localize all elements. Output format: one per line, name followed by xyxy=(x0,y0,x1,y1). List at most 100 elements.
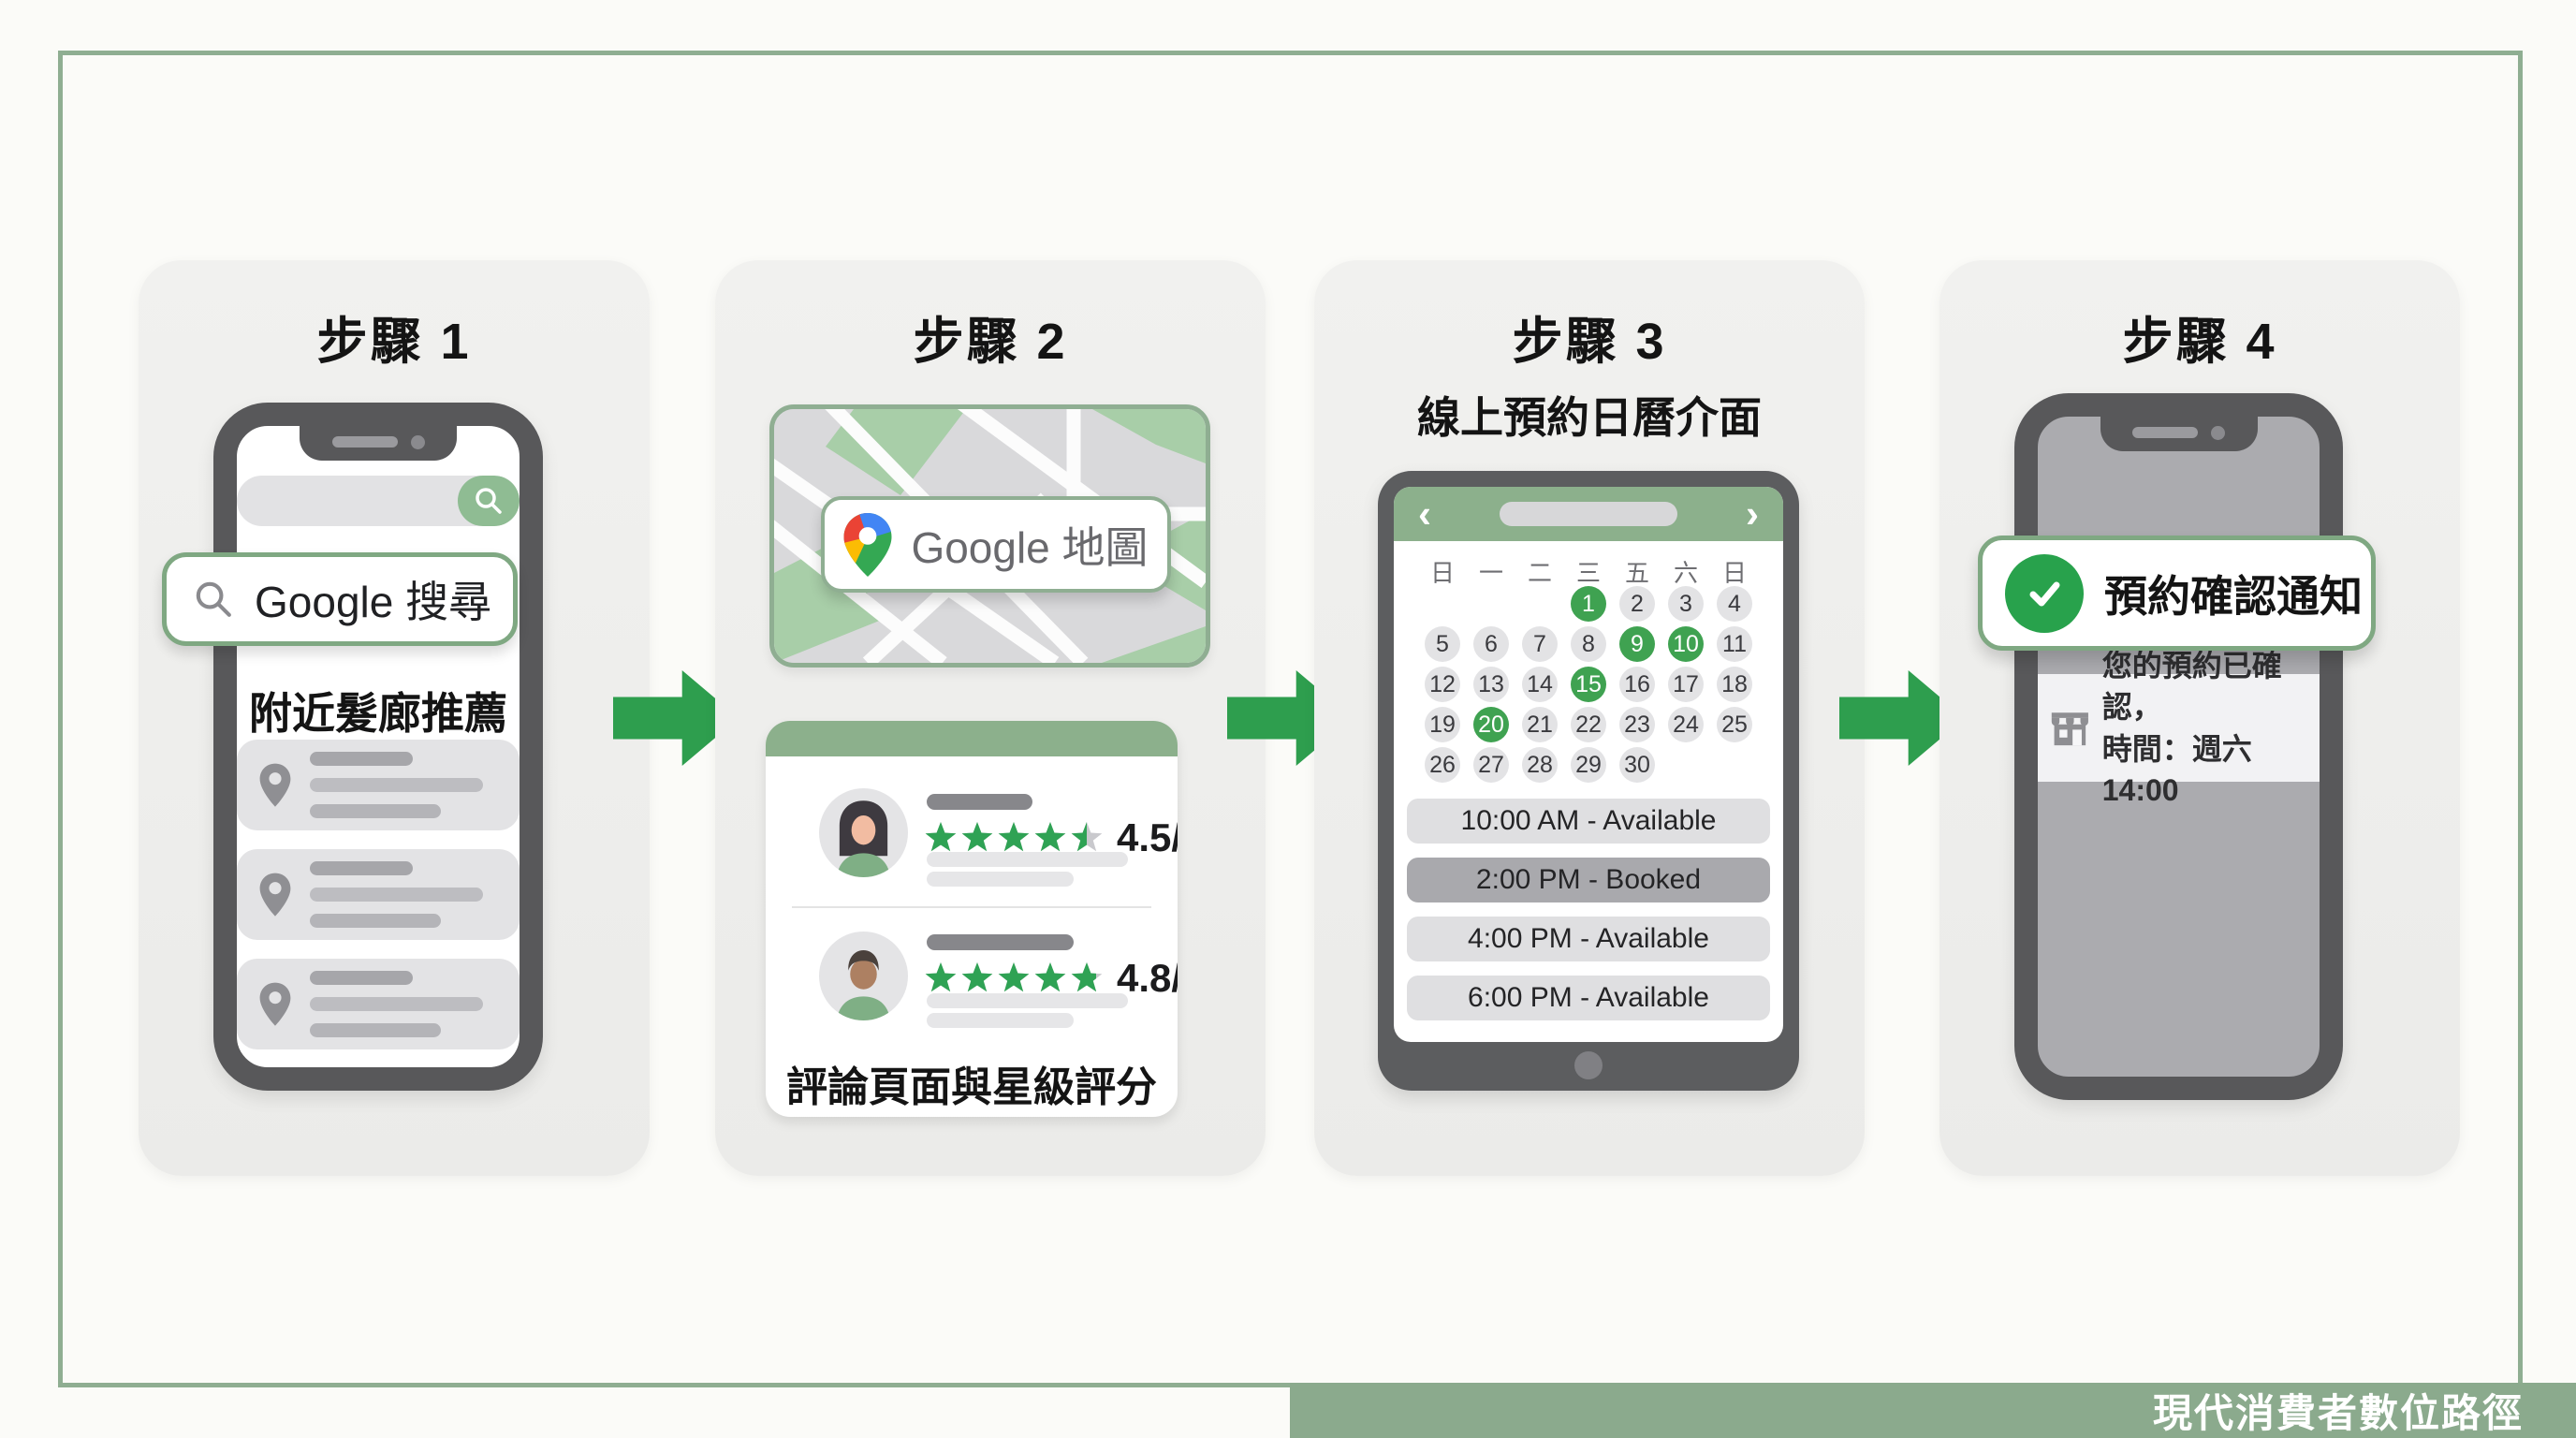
calendar-day[interactable]: 10 xyxy=(1668,626,1704,662)
speaker-slot xyxy=(2132,427,2198,438)
calendar-day[interactable]: 27 xyxy=(1473,747,1509,783)
weekday-label: 六 xyxy=(1673,559,1698,587)
man-avatar xyxy=(819,932,908,1020)
star-rating: 4.8/5 xyxy=(925,956,1178,1001)
step-2-title: 步驟 2 xyxy=(913,314,1068,370)
magnifier-icon xyxy=(476,488,502,514)
star-icon xyxy=(1034,822,1066,852)
search-pill-label: Google 搜尋 xyxy=(255,578,492,626)
calendar-day[interactable]: 30 xyxy=(1619,747,1655,783)
star-icon xyxy=(961,962,993,992)
star-icon xyxy=(961,822,993,852)
time-slot[interactable]: 10:00 AM - Available xyxy=(1407,799,1770,844)
calendar-day[interactable]: 18 xyxy=(1717,667,1752,702)
reviewer-name-skeleton xyxy=(927,794,1032,810)
confirmation-message-banner: 您的預約已確認， 時間：週六 14:00 xyxy=(2038,649,2320,807)
search-results-list xyxy=(237,740,520,1049)
time-slot[interactable]: 6:00 PM - Available xyxy=(1407,976,1770,1020)
calendar-day[interactable]: 17 xyxy=(1668,667,1704,702)
map-pin-icon xyxy=(259,873,291,917)
woman-avatar xyxy=(819,788,908,877)
booking-confirmation-notification[interactable]: 預約確認通知 xyxy=(1978,536,2376,651)
reviews-card: 4.5/5 4.8/5 評論頁面與星級評分 xyxy=(766,721,1178,1117)
calendar-day[interactable]: 3 xyxy=(1668,586,1704,622)
calendar-day[interactable]: 25 xyxy=(1717,707,1752,742)
weekday-label: 日 xyxy=(1429,559,1455,587)
calendar-day[interactable]: 5 xyxy=(1425,626,1460,662)
calendar-day[interactable]: 29 xyxy=(1571,747,1606,783)
star-icon xyxy=(998,822,1030,852)
review-text-skeleton xyxy=(927,993,1128,1008)
calendar-day[interactable]: 4 xyxy=(1717,586,1752,622)
step-1-title: 步驟 1 xyxy=(316,314,472,370)
calendar-day[interactable]: 26 xyxy=(1425,747,1460,783)
step-2-caption: 評論頁面與星級評分 xyxy=(786,1064,1157,1110)
calendar-day[interactable]: 7 xyxy=(1522,626,1558,662)
calendar-day[interactable]: 23 xyxy=(1619,707,1655,742)
text-skeleton xyxy=(310,752,505,818)
camera-dot xyxy=(2211,425,2225,440)
list-item[interactable] xyxy=(237,959,520,1049)
google-maps-pill[interactable]: Google 地圖 xyxy=(821,496,1171,593)
calendar-header: ‹ › xyxy=(1394,487,1783,541)
speaker-slot xyxy=(331,436,398,448)
calendar-day[interactable]: 13 xyxy=(1473,667,1509,702)
calendar-day[interactable]: 15 xyxy=(1571,667,1606,702)
review-text-skeleton xyxy=(927,872,1074,887)
calendar-day[interactable]: 28 xyxy=(1522,747,1558,783)
calendar-day[interactable]: 22 xyxy=(1571,707,1606,742)
month-label-skeleton xyxy=(1500,502,1677,526)
calendar-day[interactable]: 9 xyxy=(1619,626,1655,662)
calendar-day[interactable]: 2 xyxy=(1619,586,1655,622)
notification-title: 預約確認通知 xyxy=(2104,571,2363,621)
step-2-card: 步驟 2 xyxy=(715,260,1266,1176)
map-pin-icon xyxy=(259,982,291,1026)
calendar-day[interactable]: 14 xyxy=(1522,667,1558,702)
chevron-left-icon[interactable]: ‹ xyxy=(1418,492,1431,536)
message-line-1: 您的預約已確認， xyxy=(2101,649,2282,725)
step-4-title: 步驟 4 xyxy=(2122,314,2277,370)
search-input[interactable] xyxy=(237,476,520,526)
calendar-day[interactable]: 16 xyxy=(1619,667,1655,702)
time-slot[interactable]: 2:00 PM - Booked xyxy=(1407,858,1770,902)
step-1-caption: 附近髮廊推薦 xyxy=(249,689,507,738)
weekday-label: 二 xyxy=(1527,559,1552,587)
maps-pill-label: Google 地圖 xyxy=(911,522,1149,572)
list-item[interactable] xyxy=(237,740,520,830)
calendar-day[interactable]: 20 xyxy=(1473,707,1509,742)
weekday-label: 五 xyxy=(1624,559,1649,587)
google-search-pill[interactable]: Google 搜尋 xyxy=(162,552,518,646)
calendar-day[interactable]: 8 xyxy=(1571,626,1606,662)
list-item[interactable] xyxy=(237,849,520,940)
review-card-header xyxy=(766,721,1178,756)
rating-value: 4.5/5 xyxy=(1117,815,1178,859)
message-line-2: 時間：週六 14:00 xyxy=(2101,731,2252,807)
calendar-day[interactable]: 19 xyxy=(1425,707,1460,742)
home-button[interactable] xyxy=(1574,1051,1603,1079)
star-icon xyxy=(1034,962,1066,992)
star-icon xyxy=(1071,822,1103,852)
calendar-day[interactable]: 1 xyxy=(1571,586,1606,622)
calendar-day[interactable]: 24 xyxy=(1668,707,1704,742)
footer-label: 現代消費者數位路徑 xyxy=(2152,1391,2524,1435)
map-illustration: Google 地圖 xyxy=(769,404,1210,668)
rating-value: 4.8/5 xyxy=(1117,956,1178,1000)
search-button[interactable] xyxy=(458,476,520,526)
step-3-subtitle: 線上預約日曆介面 xyxy=(1417,393,1762,442)
google-maps-pin-icon xyxy=(843,512,892,577)
calendar-day[interactable]: 21 xyxy=(1522,707,1558,742)
chevron-right-icon[interactable]: › xyxy=(1746,492,1759,536)
phone-mockup-search xyxy=(213,403,543,1091)
step-1-card: 步驟 1 xyxy=(139,260,650,1176)
calendar-day[interactable]: 12 xyxy=(1425,667,1460,702)
divider xyxy=(792,906,1151,908)
time-slot[interactable]: 4:00 PM - Available xyxy=(1407,917,1770,961)
calendar-day[interactable]: 6 xyxy=(1473,626,1509,662)
calendar-day[interactable]: 11 xyxy=(1717,626,1752,662)
star-icon xyxy=(998,962,1030,992)
map-pin-icon xyxy=(259,763,291,807)
footer-bar: 現代消費者數位路徑 xyxy=(1290,1383,2576,1438)
time-slot-list: 10:00 AM - Available 2:00 PM - Booked 4:… xyxy=(1407,799,1770,1020)
